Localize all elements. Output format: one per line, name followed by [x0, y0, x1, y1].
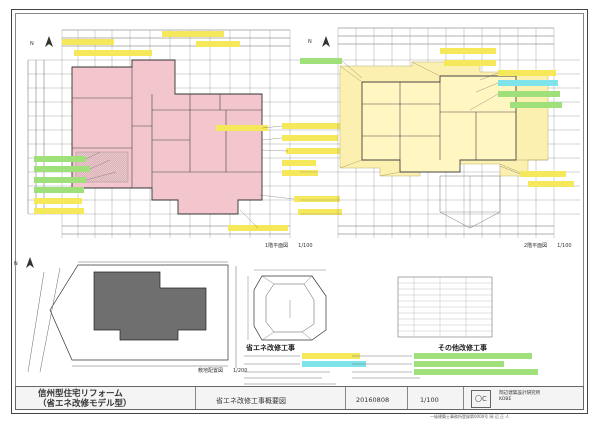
notes-callouts [302, 353, 538, 375]
site-boundary [49, 264, 229, 361]
floor2-lower-roof [439, 175, 501, 229]
floor1-caption: 1階平面図 1/100 [265, 243, 313, 249]
second-floor-plan [300, 27, 580, 238]
floor1-dimension-lines [27, 29, 290, 235]
floor2-callouts [300, 48, 574, 187]
title-block: 信州型住宅リフォーム （省エネ改修モデル型） 省エネ改修工事概要図 201608… [15, 386, 584, 410]
notes-text-lines [244, 355, 420, 385]
project-title-line2: （省エネ改修モデル型） [38, 398, 132, 409]
drawing-date: 20160808 [356, 396, 390, 404]
roof-plan [247, 269, 327, 341]
title-cell: 信州型住宅リフォーム （省エネ改修モデル型） [16, 387, 196, 409]
office-name-line2: KOBE [499, 397, 512, 403]
north-mark-label-floor2: N [308, 39, 312, 45]
office-logo: 〇C [471, 390, 491, 408]
project-title: 信州型住宅リフォーム （省エネ改修モデル型） [38, 389, 132, 410]
floor2-leader-lines [341, 60, 521, 175]
sheet-name-cell [196, 387, 346, 409]
north-arrow-site [26, 257, 34, 268]
north-mark-label-site: N [14, 261, 18, 267]
sheet-border [11, 9, 588, 414]
site-plan-caption: 敷地配置図 1/200 [198, 368, 248, 374]
sheet-name: 省エネ改修工事概要図 [216, 397, 286, 405]
floor2-outline [361, 75, 517, 173]
window-schedule-table [397, 276, 493, 338]
project-title-line1: 信州型住宅リフォーム [38, 389, 123, 399]
floor1-leader-lines [85, 125, 295, 229]
date-cell [346, 387, 408, 409]
scale-cell [408, 387, 464, 409]
north-mark-label: N [30, 41, 34, 47]
floor1-interior-walls [72, 67, 262, 200]
office-name: 岡辺建築設計研究所 KOBE [499, 391, 540, 403]
floor1-callouts [34, 31, 342, 231]
roof-plan-dimensions [247, 269, 326, 340]
drawing-scale: 1/100 [420, 396, 439, 404]
floor2-interior-walls [362, 82, 516, 160]
floor2-caption: 2階平面図 1/100 [524, 243, 572, 249]
site-plan [27, 261, 237, 373]
energy-retrofit-heading: 省エネ改修工事 [246, 344, 295, 352]
north-arrow-main [45, 36, 53, 47]
floor2-dimension-lines [338, 27, 554, 235]
north-arrow-second-floor [322, 36, 330, 47]
first-floor-plan [27, 29, 342, 238]
site-building-footprint [93, 271, 207, 341]
site-road-lines [27, 266, 237, 373]
registration-footer: 一級建築士事務所登録第0000号 岡 辺 正 人 [430, 414, 510, 419]
floor1-outline [71, 59, 263, 215]
other-retrofit-heading: その他改修工事 [438, 344, 487, 352]
office-name-line1: 岡辺建築設計研究所 [499, 391, 541, 396]
